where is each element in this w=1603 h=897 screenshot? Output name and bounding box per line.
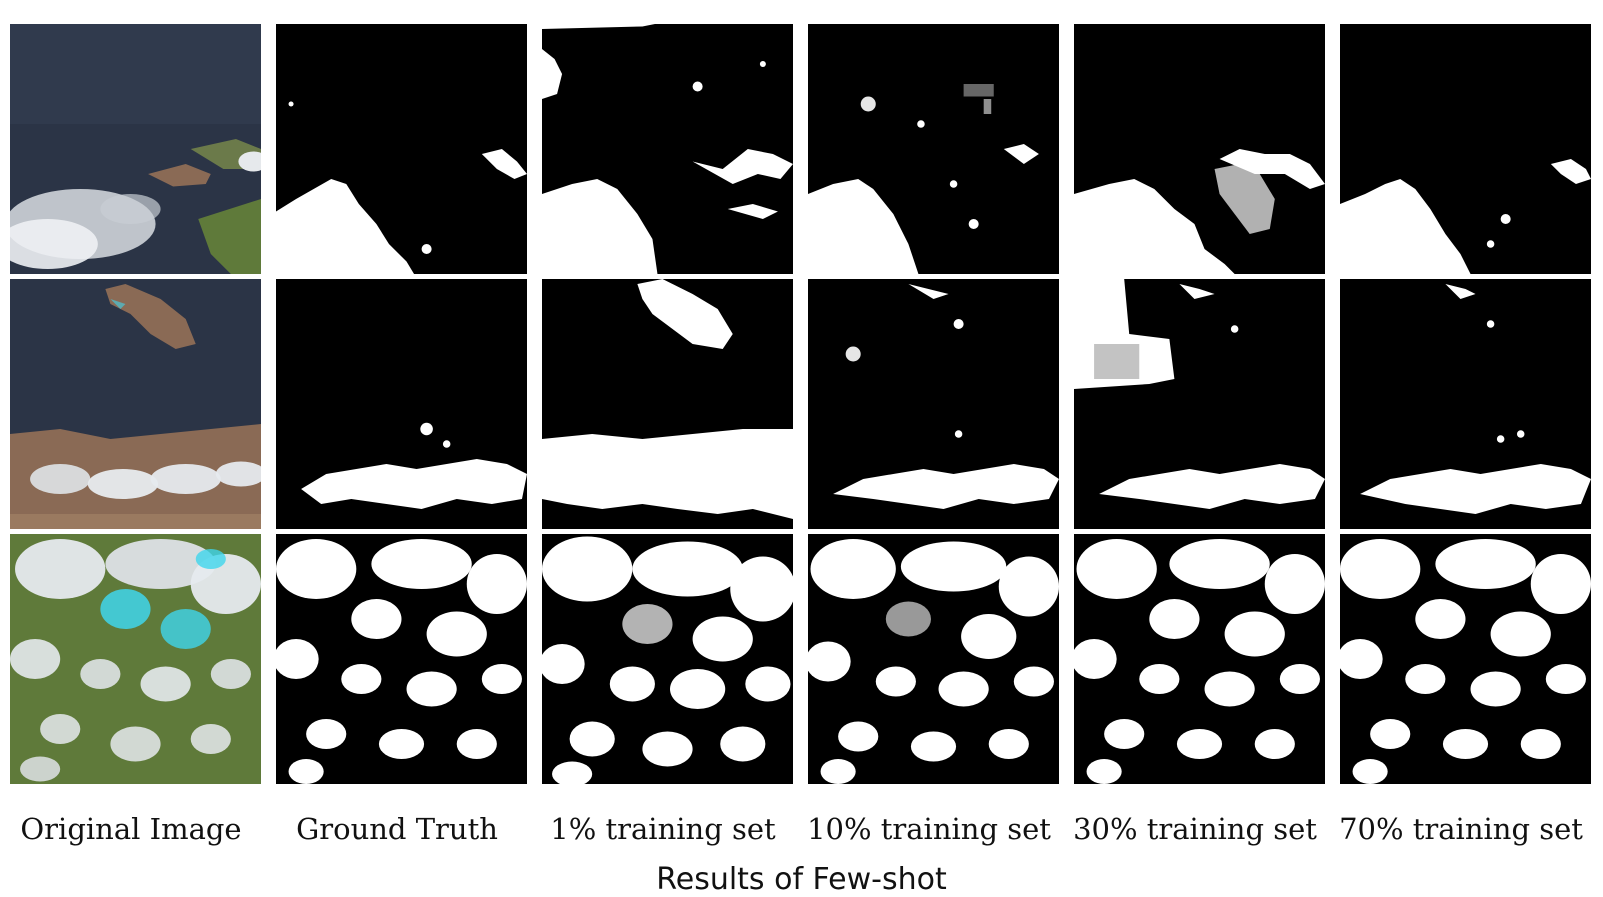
row3-original-image — [10, 534, 261, 784]
row2-70pct-prediction — [1340, 279, 1591, 529]
results-grid — [10, 24, 1593, 784]
row1-original-image — [10, 24, 261, 274]
column-label-1pct: 1% training set — [550, 812, 776, 846]
row2-1pct-prediction — [542, 279, 793, 529]
row2-original-image — [10, 279, 261, 529]
column-label-30pct: 30% training set — [1073, 812, 1317, 846]
row2-ground-truth-mask — [276, 279, 527, 529]
row3-10pct-prediction — [808, 534, 1059, 784]
row1-30pct-prediction — [1074, 24, 1325, 274]
row1-70pct-prediction — [1340, 24, 1591, 274]
row3-1pct-prediction — [542, 534, 793, 784]
row1-ground-truth-mask — [276, 24, 527, 274]
row2-30pct-prediction — [1074, 279, 1325, 529]
row3-30pct-prediction — [1074, 534, 1325, 784]
row1-10pct-prediction — [808, 24, 1059, 274]
column-label-ground-truth: Ground Truth — [296, 812, 498, 846]
column-label-70pct: 70% training set — [1339, 812, 1583, 846]
row2-10pct-prediction — [808, 279, 1059, 529]
row3-70pct-prediction — [1340, 534, 1591, 784]
figure-caption: Results of Few-shot — [656, 862, 947, 897]
row1-1pct-prediction — [542, 24, 793, 274]
column-label-original: Original Image — [20, 812, 242, 846]
column-label-10pct: 10% training set — [807, 812, 1051, 846]
row3-ground-truth-mask — [276, 534, 527, 784]
